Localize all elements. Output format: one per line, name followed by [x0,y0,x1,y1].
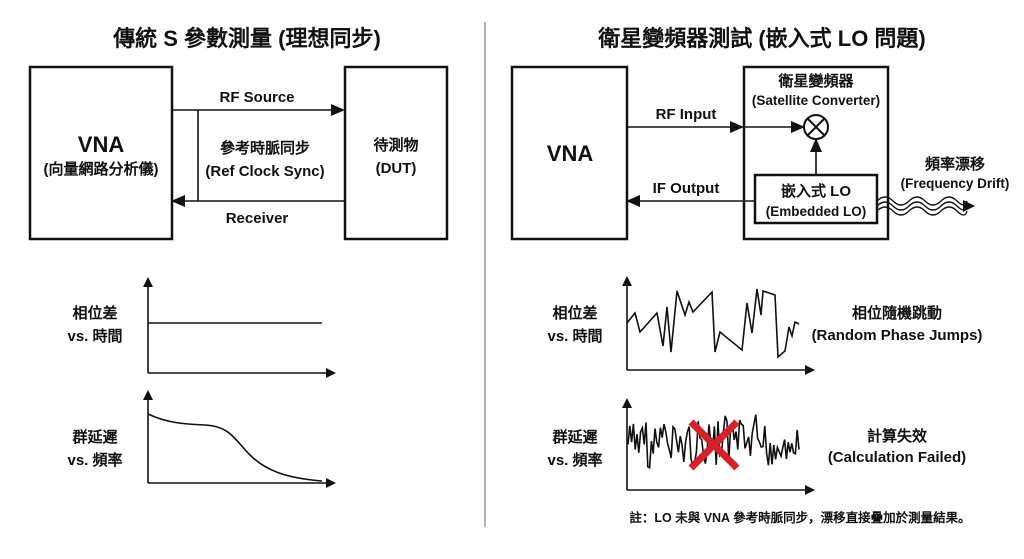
right-title: 衛星變頻器測試 (嵌入式 LO 問題) [597,26,926,51]
drift-sub-label: (Frequency Drift) [901,176,1010,191]
lo-sub-label: (Embedded LO) [766,204,867,219]
rf-source-label: RF Source [219,89,294,106]
mixer-icon [803,114,829,140]
right-group-delay-plot: 群延遲 vs. 頻率 計算失效 (Calculation Failed) [547,398,966,495]
left-group-delay-plot: 群延遲 vs. 頻率 [67,390,336,488]
footnote: 註：LO 未與 VNA 參考時脈同步，漂移直接疊加於測量結果。 [629,510,970,525]
plot-x-label: vs. 頻率 [547,451,602,469]
calc-failed-note: 計算失效 [867,427,928,445]
plot-x-label: vs. 時間 [67,327,122,345]
vna-box [510,65,629,241]
dut-sub-label: (DUT) [376,160,417,177]
noisy-delay-line [627,414,800,470]
smooth-delay-curve [147,413,323,482]
left-title: 傳統 S 參數測量 (理想同步) [112,26,381,51]
right-phase-plot: 相位差 vs. 時間 相位隨機跳動 (Random Phase Jumps) [547,276,983,375]
right-panel: 衛星變頻器測試 (嵌入式 LO 問題) VNA 衛星變頻器 (Satellite… [510,26,1010,525]
frequency-drift-wave-icon [876,196,975,216]
ref-clock-label: 參考時脈同步 [220,139,310,157]
lo-label: 嵌入式 LO [781,182,851,200]
converter-sub-label: (Satellite Converter) [752,93,880,108]
calc-failed-note-en: (Calculation Failed) [828,449,966,466]
phase-jump-note-en: (Random Phase Jumps) [812,327,983,344]
vna-label: VNA [78,132,125,157]
random-phase-line [626,288,800,359]
drift-label: 頻率漂移 [925,155,985,173]
left-panel: 傳統 S 參數測量 (理想同步) VNA (向量網路分析儀) 待測物 (DUT)… [28,26,449,488]
plot-y-label: 相位差 [72,304,117,322]
if-output-label: IF Output [653,180,720,197]
dut-box [343,65,449,241]
ref-clock-en-label: (Ref Clock Sync) [205,163,324,180]
vna-box [28,65,174,241]
dut-label: 待測物 [373,136,418,154]
plot-y-label: 群延遲 [552,428,597,446]
phase-jump-note: 相位隨機跳動 [852,304,942,322]
vna-sub-label: (向量網路分析儀) [44,160,159,178]
failed-x-icon [688,419,740,471]
converter-label: 衛星變頻器 [777,72,854,90]
vna-label: VNA [547,141,594,166]
plot-y-label: 群延遲 [72,428,117,446]
left-phase-plot: 相位差 vs. 時間 [67,277,336,378]
plot-x-label: vs. 頻率 [67,451,122,469]
plot-y-label: 相位差 [552,304,597,322]
embedded-lo-box [753,173,879,225]
receiver-label: Receiver [226,210,289,227]
plot-x-label: vs. 時間 [547,327,602,345]
rf-input-label: RF Input [656,106,717,123]
